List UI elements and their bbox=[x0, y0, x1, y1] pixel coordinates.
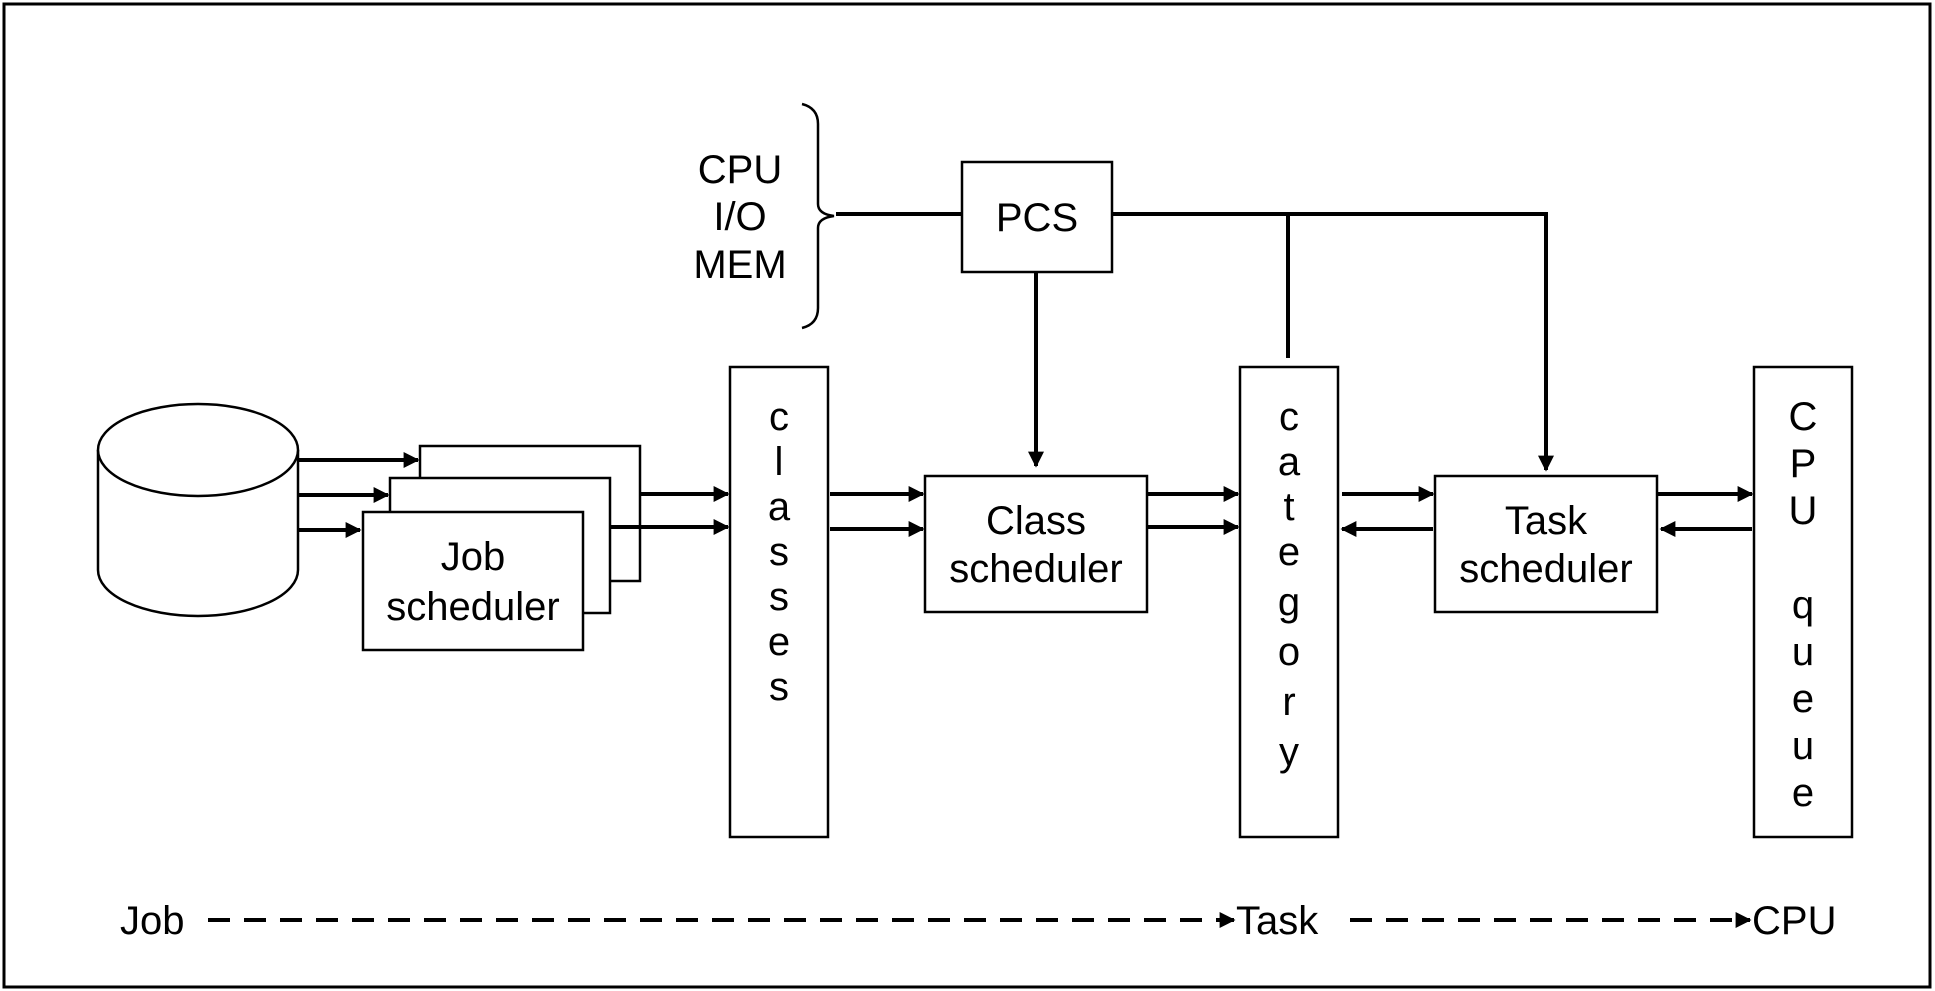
category-letter: c bbox=[1279, 395, 1299, 439]
pcs-box: PCS bbox=[960, 160, 1114, 274]
flow-task-label: Task bbox=[1236, 899, 1319, 943]
category-letter: e bbox=[1278, 530, 1300, 574]
classes-letter: a bbox=[768, 485, 791, 529]
classes-letter: c bbox=[769, 395, 789, 439]
cpu-queue-letter: q bbox=[1792, 583, 1814, 627]
classes-column: c l a s s e s bbox=[728, 365, 830, 839]
cpu-queue-letter: e bbox=[1792, 771, 1814, 815]
task-scheduler-box: Task scheduler bbox=[1433, 474, 1659, 614]
job-scheduler-label-line1: Job bbox=[441, 535, 506, 579]
task-scheduler-label-line2: scheduler bbox=[1459, 547, 1632, 591]
cpu-queue-letter: u bbox=[1792, 630, 1814, 674]
resource-cpu-label: CPU bbox=[698, 148, 782, 192]
class-scheduler-label-line2: scheduler bbox=[949, 547, 1122, 591]
cpu-queue-column: C P U q u e u e bbox=[1752, 365, 1854, 839]
task-scheduler-label-line1: Task bbox=[1505, 499, 1588, 543]
job-scheduler-box-front bbox=[361, 510, 585, 652]
classes-letter: s bbox=[769, 530, 789, 574]
cpu-queue-letter: U bbox=[1789, 489, 1818, 533]
resources-group: CPU I/O MEM bbox=[693, 102, 835, 330]
resource-mem-label: MEM bbox=[693, 243, 786, 287]
classes-letter: s bbox=[769, 575, 789, 619]
category-letter: r bbox=[1282, 680, 1295, 724]
classes-letter: e bbox=[768, 620, 790, 664]
db-to-job-arrows bbox=[298, 452, 420, 538]
classes-to-class-scheduler-arrows bbox=[830, 486, 925, 537]
resource-io-label: I/O bbox=[713, 195, 766, 239]
class-scheduler-label-line1: Class bbox=[986, 499, 1086, 543]
cpu-queue-letter: u bbox=[1792, 724, 1814, 768]
classes-letter: s bbox=[769, 665, 789, 709]
flow-cpu-label: CPU bbox=[1752, 899, 1836, 943]
job-scheduler-stack: Job scheduler bbox=[361, 444, 642, 652]
category-column: c a t e g o r y bbox=[1238, 365, 1340, 839]
job-task-cpu-flow: Job Task CPU bbox=[120, 899, 1836, 943]
category-letter: a bbox=[1278, 440, 1301, 484]
category-letter: o bbox=[1278, 630, 1300, 674]
cpu-queue-letter: P bbox=[1790, 442, 1817, 486]
pcs-label: PCS bbox=[996, 196, 1078, 240]
job-scheduler-label-line2: scheduler bbox=[386, 585, 559, 629]
class-scheduler-to-category-arrows bbox=[1147, 486, 1240, 535]
job-to-classes-arrows bbox=[610, 486, 730, 535]
pcs-connections bbox=[836, 212, 1554, 472]
category-task-scheduler-arrows bbox=[1340, 486, 1435, 537]
category-letter: g bbox=[1278, 580, 1300, 624]
classes-letter: l bbox=[775, 440, 784, 484]
category-letter: t bbox=[1283, 485, 1294, 529]
resources-brace bbox=[801, 102, 835, 330]
flow-job-label: Job bbox=[120, 899, 185, 943]
category-letter: y bbox=[1279, 730, 1299, 774]
task-scheduler-cpu-queue-arrows bbox=[1657, 486, 1754, 537]
cpu-queue-letter: C bbox=[1789, 395, 1818, 439]
database-cylinder-icon bbox=[96, 402, 300, 618]
cpu-queue-letter: e bbox=[1792, 677, 1814, 721]
class-scheduler-box: Class scheduler bbox=[923, 474, 1149, 614]
